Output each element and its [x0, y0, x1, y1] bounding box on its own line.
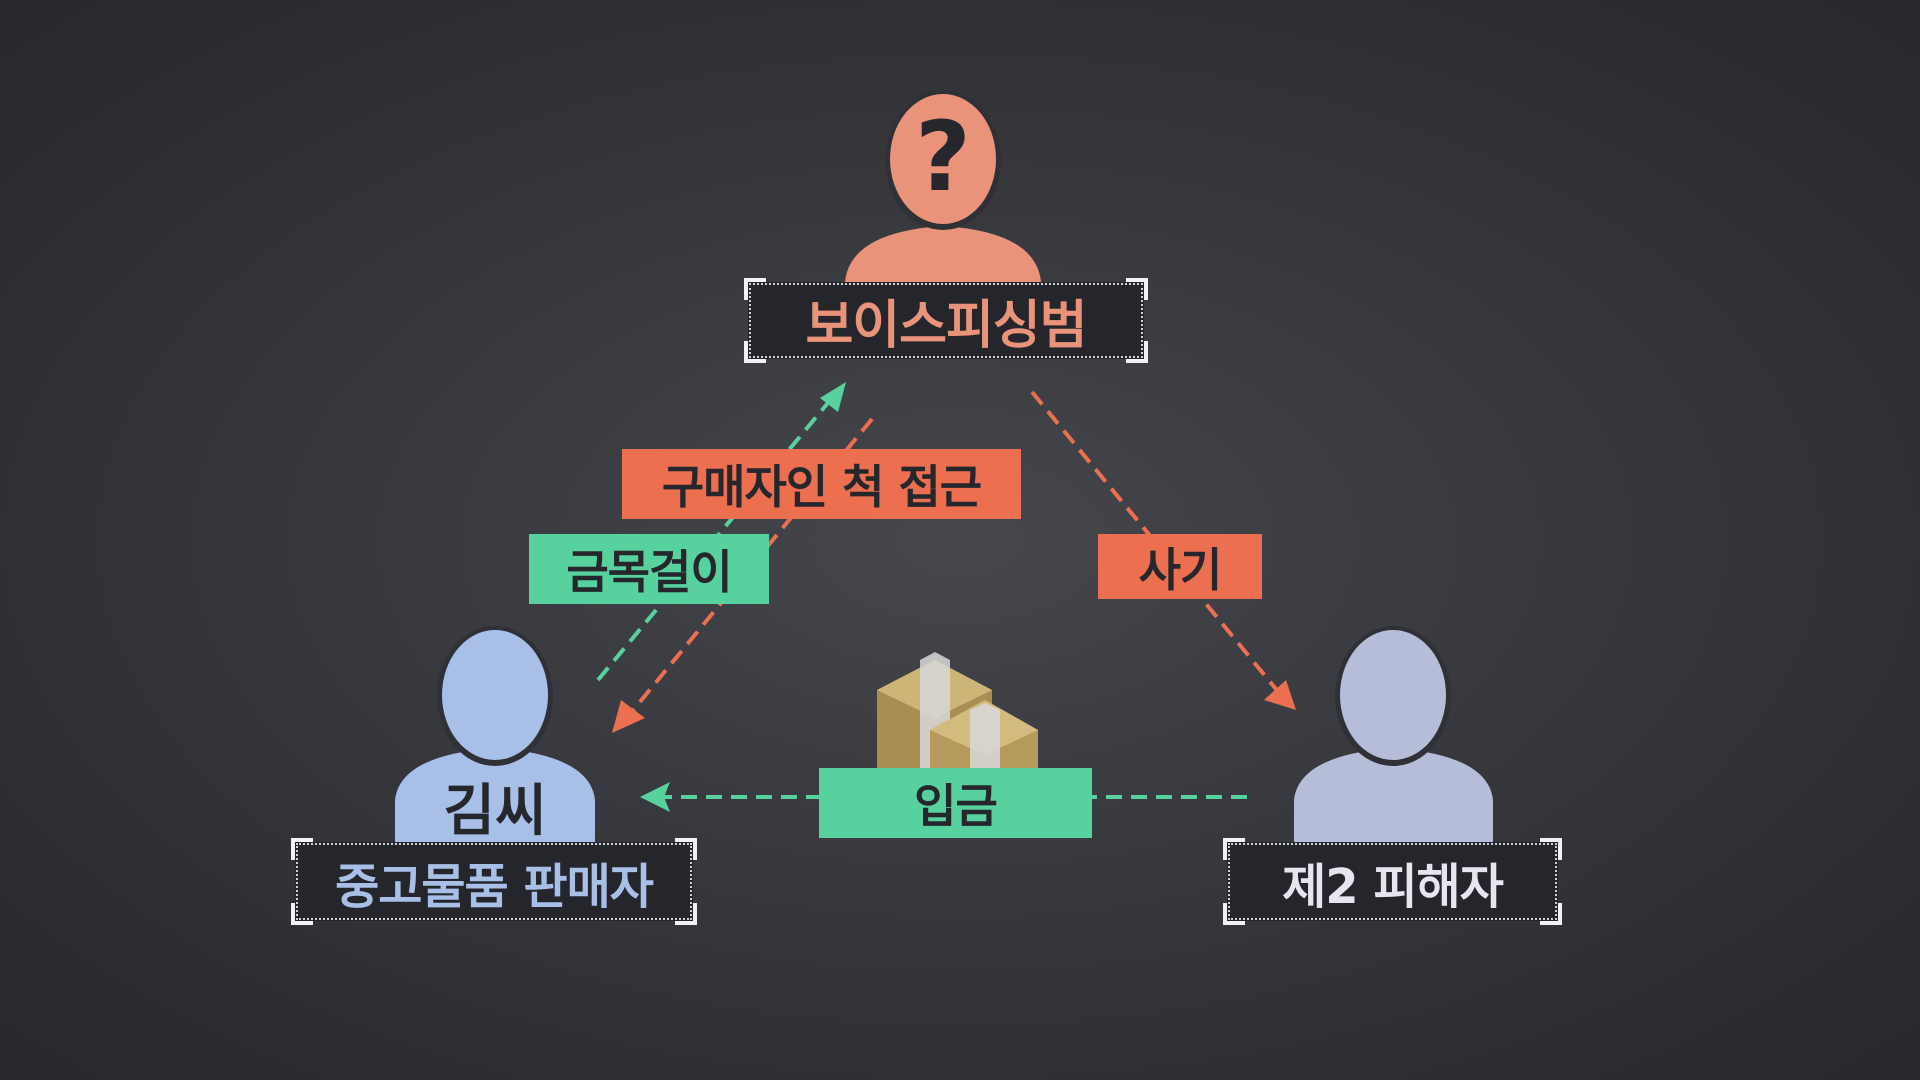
question-mark: ?	[915, 101, 971, 213]
question-person-icon	[845, 90, 1041, 282]
scammer-label: 보이스피싱범	[744, 278, 1148, 363]
fraud-arrow	[1030, 390, 1282, 696]
fraud-arrowhead-icon	[1264, 680, 1296, 710]
victim-label: 제2 피해자	[1223, 838, 1562, 925]
deposit-chip: 입금	[819, 768, 1092, 838]
seller-person-icon	[395, 626, 595, 845]
seller-label: 중고물품 판매자	[291, 838, 697, 925]
necklace-chip-text: 금목걸이	[566, 545, 732, 599]
approach-chip: 구매자인 척 접근	[622, 449, 1021, 519]
deposit-arrowhead-icon	[640, 782, 670, 812]
money-stack-icon	[877, 652, 1038, 768]
seller-label-text: 중고물품 판매자	[335, 858, 654, 915]
victim-label-text: 제2 피해자	[1282, 858, 1504, 915]
necklace-arrowhead-icon	[820, 382, 846, 412]
fraud-chip: 사기	[1098, 534, 1262, 599]
deposit-chip-text: 입금	[914, 779, 998, 833]
scammer-label-text: 보이스피싱범	[805, 296, 1087, 356]
approach-arrowhead-icon	[612, 700, 645, 733]
seller-name: 김씨	[443, 779, 546, 844]
necklace-chip: 금목걸이	[529, 534, 769, 604]
approach-chip-text: 구매자인 척 접근	[661, 460, 982, 514]
victim-person-icon	[1294, 626, 1493, 845]
fraud-chip-text: 사기	[1138, 542, 1223, 597]
